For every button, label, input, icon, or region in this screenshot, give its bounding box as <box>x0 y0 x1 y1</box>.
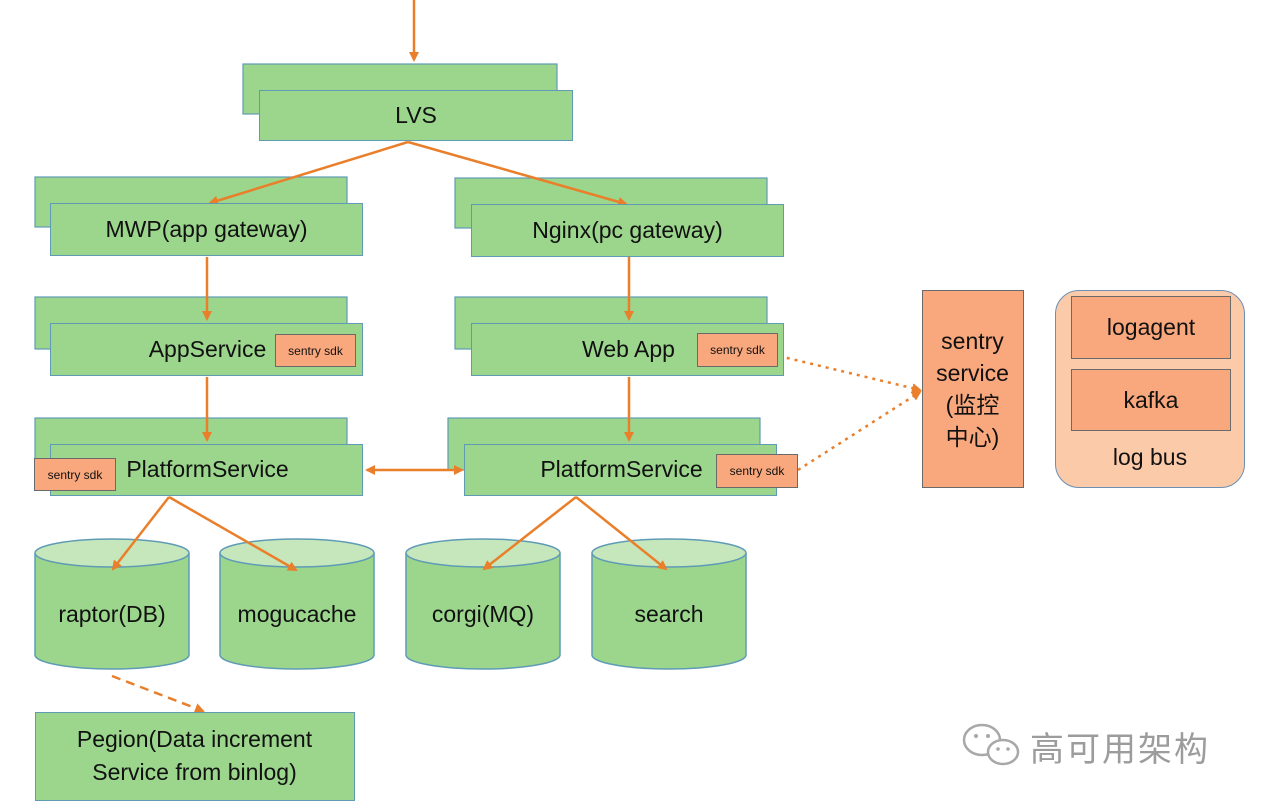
log-bus-label: log bus <box>1112 443 1188 470</box>
platform-right-label: PlatformService <box>540 455 703 482</box>
nginx-node: Nginx(pc gateway) <box>471 204 784 257</box>
arrow-platform-corgi <box>482 496 577 571</box>
sentry-service-line2: service <box>936 359 1009 386</box>
arrow-platform-sentry <box>797 390 922 472</box>
watermark-text: 高可用架构 <box>1030 731 1210 769</box>
db-mogucache <box>219 538 375 670</box>
arrow-raptor-pegion <box>111 674 205 713</box>
sentry-sdk-platform-left: sentry sdk <box>34 458 116 491</box>
lvs-node: LVS <box>259 90 573 141</box>
arrow-platform-search <box>575 496 668 571</box>
nginx-label: Nginx(pc gateway) <box>532 217 723 243</box>
sentry-sdk-platform-right: sentry sdk <box>716 454 798 488</box>
pegion-label: Pegion(Data increment Service from binlo… <box>36 713 353 799</box>
pegion-node: Pegion(Data increment Service from binlo… <box>35 712 355 801</box>
mogucache-label: mogucache <box>237 600 357 627</box>
pegion-label-line2: Service from binlog) <box>92 759 297 785</box>
arrow-webapp-sentry <box>778 354 922 393</box>
sentry-service-label: sentry service (监控 中心) <box>923 291 1022 486</box>
sentry-service-line3: (监控 <box>945 391 1000 418</box>
raptor-label: raptor(DB) <box>58 600 166 627</box>
logagent-label: logagent <box>1106 314 1196 340</box>
arrow-lvs-mwp <box>208 140 409 206</box>
webapp-label: Web App <box>582 335 675 362</box>
watermark: 高可用架构 <box>1030 722 1210 771</box>
platform-left-label: PlatformService <box>126 455 289 482</box>
sentry-sdk-label: sentry sdk <box>710 343 765 357</box>
log-bus-group: logagent kafka log bus <box>1055 290 1245 488</box>
sentry-service-node: sentry service (监控 中心) <box>922 290 1024 488</box>
arrows <box>111 0 922 713</box>
db-search <box>591 538 747 670</box>
pegion-label-line1: Pegion(Data increment <box>76 726 313 752</box>
sentry-sdk-label: sentry sdk <box>288 343 343 358</box>
arrow-platform-mogucache <box>168 495 298 572</box>
appservice-label: AppService <box>148 335 267 362</box>
wechat-icon <box>962 723 1020 766</box>
kafka-label: kafka <box>1123 386 1179 413</box>
kafka-node: kafka <box>1071 369 1231 431</box>
logagent-node: logagent <box>1071 296 1231 359</box>
db-raptor <box>34 538 190 670</box>
mwp-node: MWP(app gateway) <box>50 203 363 256</box>
db-corgi <box>405 538 561 670</box>
lvs-label: LVS <box>395 102 437 128</box>
sentry-sdk-label: sentry sdk <box>47 467 103 482</box>
mwp-label: MWP(app gateway) <box>105 216 308 242</box>
arrow-platform-raptor <box>111 496 170 571</box>
sentry-service-line1: sentry <box>941 327 1004 354</box>
sentry-sdk-label: sentry sdk <box>729 464 785 478</box>
corgi-label: corgi(MQ) <box>431 600 535 627</box>
arrow-lvs-nginx <box>407 140 628 207</box>
sentry-sdk-appservice: sentry sdk <box>275 334 356 367</box>
search-label: search <box>634 600 704 627</box>
sentry-sdk-webapp: sentry sdk <box>697 333 778 367</box>
sentry-service-line4: 中心) <box>945 423 1000 450</box>
